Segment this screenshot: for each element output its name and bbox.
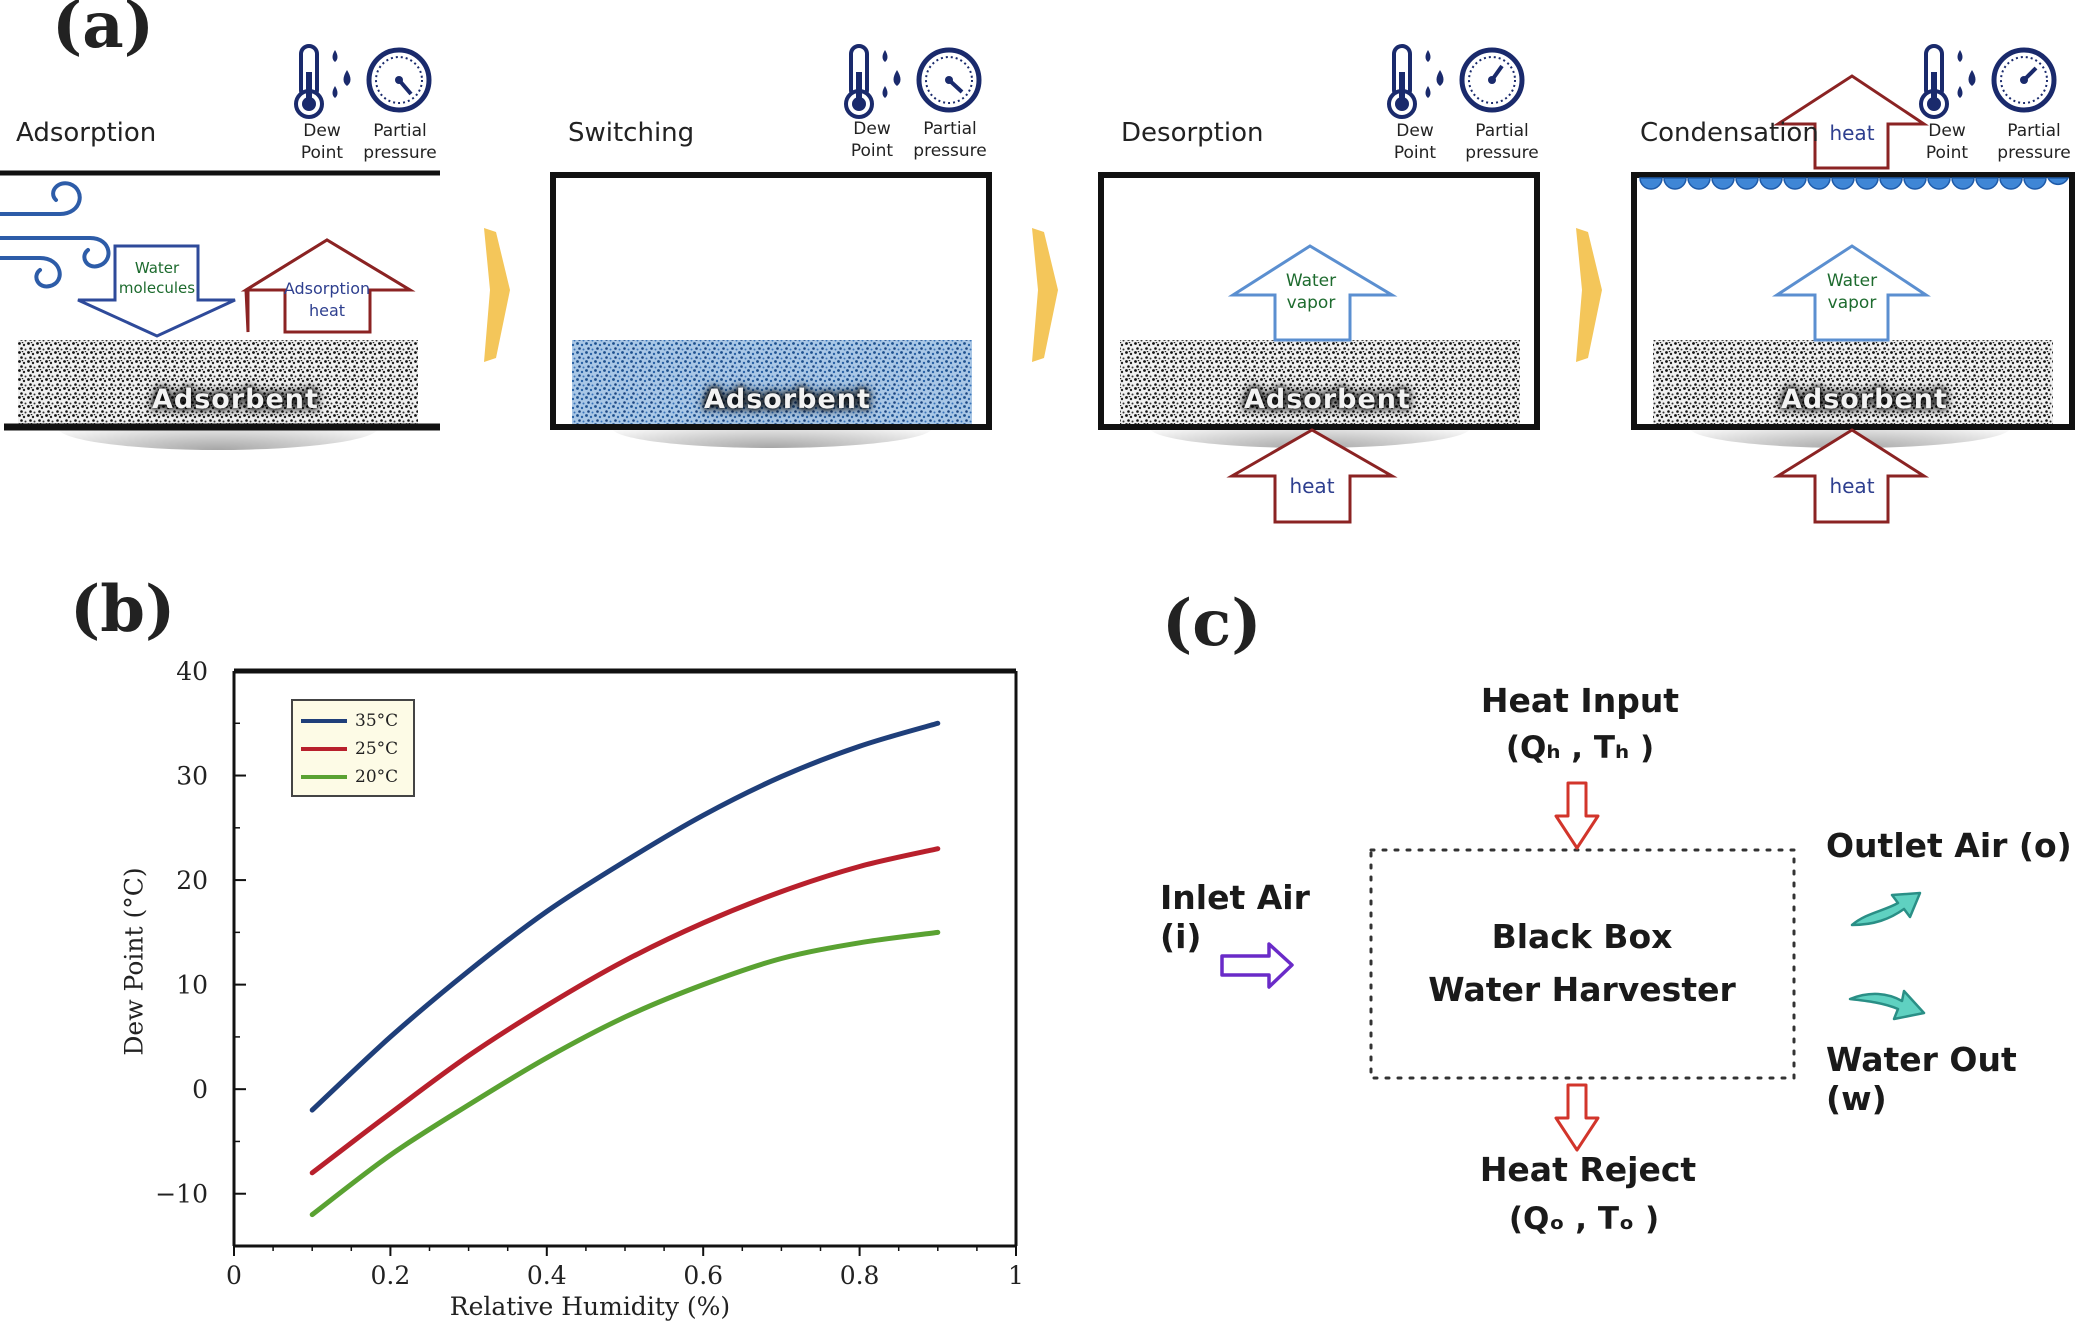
water-drop-icon — [882, 50, 901, 98]
chart-y-label: Dew Point (°C) — [119, 867, 149, 1056]
adsorbent-label-2: Adsorbent — [704, 384, 871, 415]
transition-arrow-2 — [1032, 228, 1058, 362]
stage-switching — [550, 172, 992, 448]
series-line-1 — [309, 846, 941, 1176]
inlet-air-label: Inlet Air (i) — [1160, 878, 1310, 956]
water-molecules-arrow — [77, 244, 236, 338]
transition-arrow-3 — [1576, 228, 1602, 362]
panel-label-b: (b) — [70, 572, 176, 647]
sensor-icons — [294, 44, 2057, 119]
heat-label-4-bottom: heat — [1829, 474, 1875, 498]
panel-label-c: (c) — [1162, 586, 1262, 661]
stage-adsorption — [0, 170, 440, 450]
y-tick-label: 30 — [176, 762, 208, 791]
stage-diagram-svg — [0, 44, 2075, 524]
stage-title-adsorption: Adsorption — [16, 118, 157, 148]
heat-reject-label: Heat Reject — [1479, 1150, 1697, 1189]
adsorbent-label-4: Adsorbent — [1781, 384, 1948, 415]
water-vapor-arrow-3 — [1227, 244, 1398, 342]
transition-arrow-1 — [484, 228, 510, 362]
y-tick-label: 10 — [176, 971, 208, 1000]
heat-reject-arrow — [1554, 1083, 1600, 1152]
thermometer-icon — [1919, 44, 1949, 119]
adsorbent-label-3: Adsorbent — [1244, 384, 1411, 415]
heat-label-4-top: heat — [1829, 121, 1875, 145]
partial-pressure-label: Partial pressure — [913, 119, 987, 161]
black-box-boundary — [1369, 848, 1796, 1080]
chart-axes: 0 0.2 0.4 0.6 0.8 1 40 30 20 10 0 −10 — [155, 657, 1024, 1290]
heat-arrow-3 — [1226, 428, 1398, 524]
condensation-droplets — [1639, 177, 2070, 190]
water-out-label: Water Out (w) — [1826, 1040, 2017, 1118]
x-tick-label: 1 — [1008, 1261, 1024, 1290]
pressure-gauge-icon — [366, 47, 432, 113]
y-tick-label: 0 — [192, 1075, 208, 1104]
outlet-air-arrow — [1850, 891, 1922, 927]
series-line-0 — [309, 720, 941, 1113]
partial-pressure-label: Partial pressure — [363, 121, 437, 163]
dew-point-label: Dew Point — [1393, 121, 1437, 163]
stage-title-desorption: Desorption — [1121, 118, 1264, 148]
heat-input-label: Heat Input — [1480, 681, 1680, 720]
dew-point-label: Dew Point — [1925, 121, 1969, 163]
chart-series — [309, 720, 941, 1218]
x-tick-label: 0 — [226, 1261, 242, 1290]
adsorption-heat-label: Adsorption heat — [283, 279, 371, 320]
thermometer-icon — [844, 44, 874, 119]
water-out-arrow — [1848, 989, 1926, 1021]
dew-point-label: Dew Point — [850, 119, 894, 161]
stage-condensation — [1631, 74, 2075, 524]
y-tick-label: 40 — [176, 657, 208, 686]
pressure-gauge-icon — [916, 47, 982, 113]
water-molecules-label: Water molecules — [118, 259, 196, 297]
water-drop-icon — [1957, 50, 1976, 98]
water-drop-icon — [1425, 50, 1444, 98]
wind-icon — [0, 181, 111, 289]
water-vapor-arrow-4 — [1771, 244, 1931, 342]
heat-arrow-4-bottom — [1772, 428, 1930, 524]
water-drop-icon — [332, 50, 351, 98]
thermometer-icon — [294, 44, 324, 119]
x-tick-label: 0.8 — [840, 1261, 880, 1290]
black-box-title: Black Box — [1491, 917, 1673, 956]
chart-x-label: Relative Humidity (%) — [449, 1292, 731, 1321]
heat-arrow-4-top — [1772, 74, 1929, 170]
dew-point-label: Dew Point — [300, 121, 344, 163]
x-tick-label: 0.6 — [683, 1261, 723, 1290]
series-line-2 — [309, 929, 941, 1218]
stage-desorption — [1098, 172, 1540, 524]
legend-item-35: 35°C — [301, 711, 398, 731]
y-tick-label: 20 — [176, 866, 208, 895]
partial-pressure-label: Partial pressure — [1997, 121, 2071, 163]
panel-label-a: (a) — [52, 0, 155, 63]
legend-item-20: 20°C — [301, 767, 398, 787]
y-tick-label: −10 — [155, 1180, 208, 1209]
stage-title-condensation: Condensation — [1640, 118, 1819, 148]
adsorbent-label-1: Adsorbent — [152, 384, 319, 415]
legend-item-25: 25°C — [301, 739, 398, 759]
black-box-diagram-svg — [1220, 781, 1926, 1152]
heat-input-sub-label: (Qₕ , Tₕ ) — [1505, 730, 1655, 766]
heat-input-arrow — [1554, 781, 1600, 850]
heat-label-3: heat — [1289, 474, 1335, 498]
water-vapor-label-4: Water vapor — [1826, 271, 1878, 313]
black-box-subtitle: Water Harvester — [1428, 970, 1736, 1009]
chart-legend: 35°C 25°C 20°C — [291, 699, 415, 797]
pressure-gauge-icon — [1991, 47, 2057, 113]
pressure-gauge-icon — [1459, 47, 1525, 113]
stage-title-switching: Switching — [568, 118, 695, 148]
dew-point-chart: 0 0.2 0.4 0.6 0.8 1 40 30 20 10 0 −10 — [155, 657, 1024, 1290]
inlet-air-arrow — [1220, 942, 1294, 989]
x-tick-label: 0.2 — [371, 1261, 411, 1290]
heat-reject-sub-label: (Qₒ , Tₒ ) — [1508, 1201, 1660, 1237]
x-tick-label: 0.4 — [527, 1261, 567, 1290]
thermometer-icon — [1387, 44, 1417, 119]
outlet-air-label: Outlet Air (o) — [1826, 826, 2072, 865]
partial-pressure-label: Partial pressure — [1465, 121, 1539, 163]
water-vapor-label-3: Water vapor — [1285, 271, 1337, 313]
